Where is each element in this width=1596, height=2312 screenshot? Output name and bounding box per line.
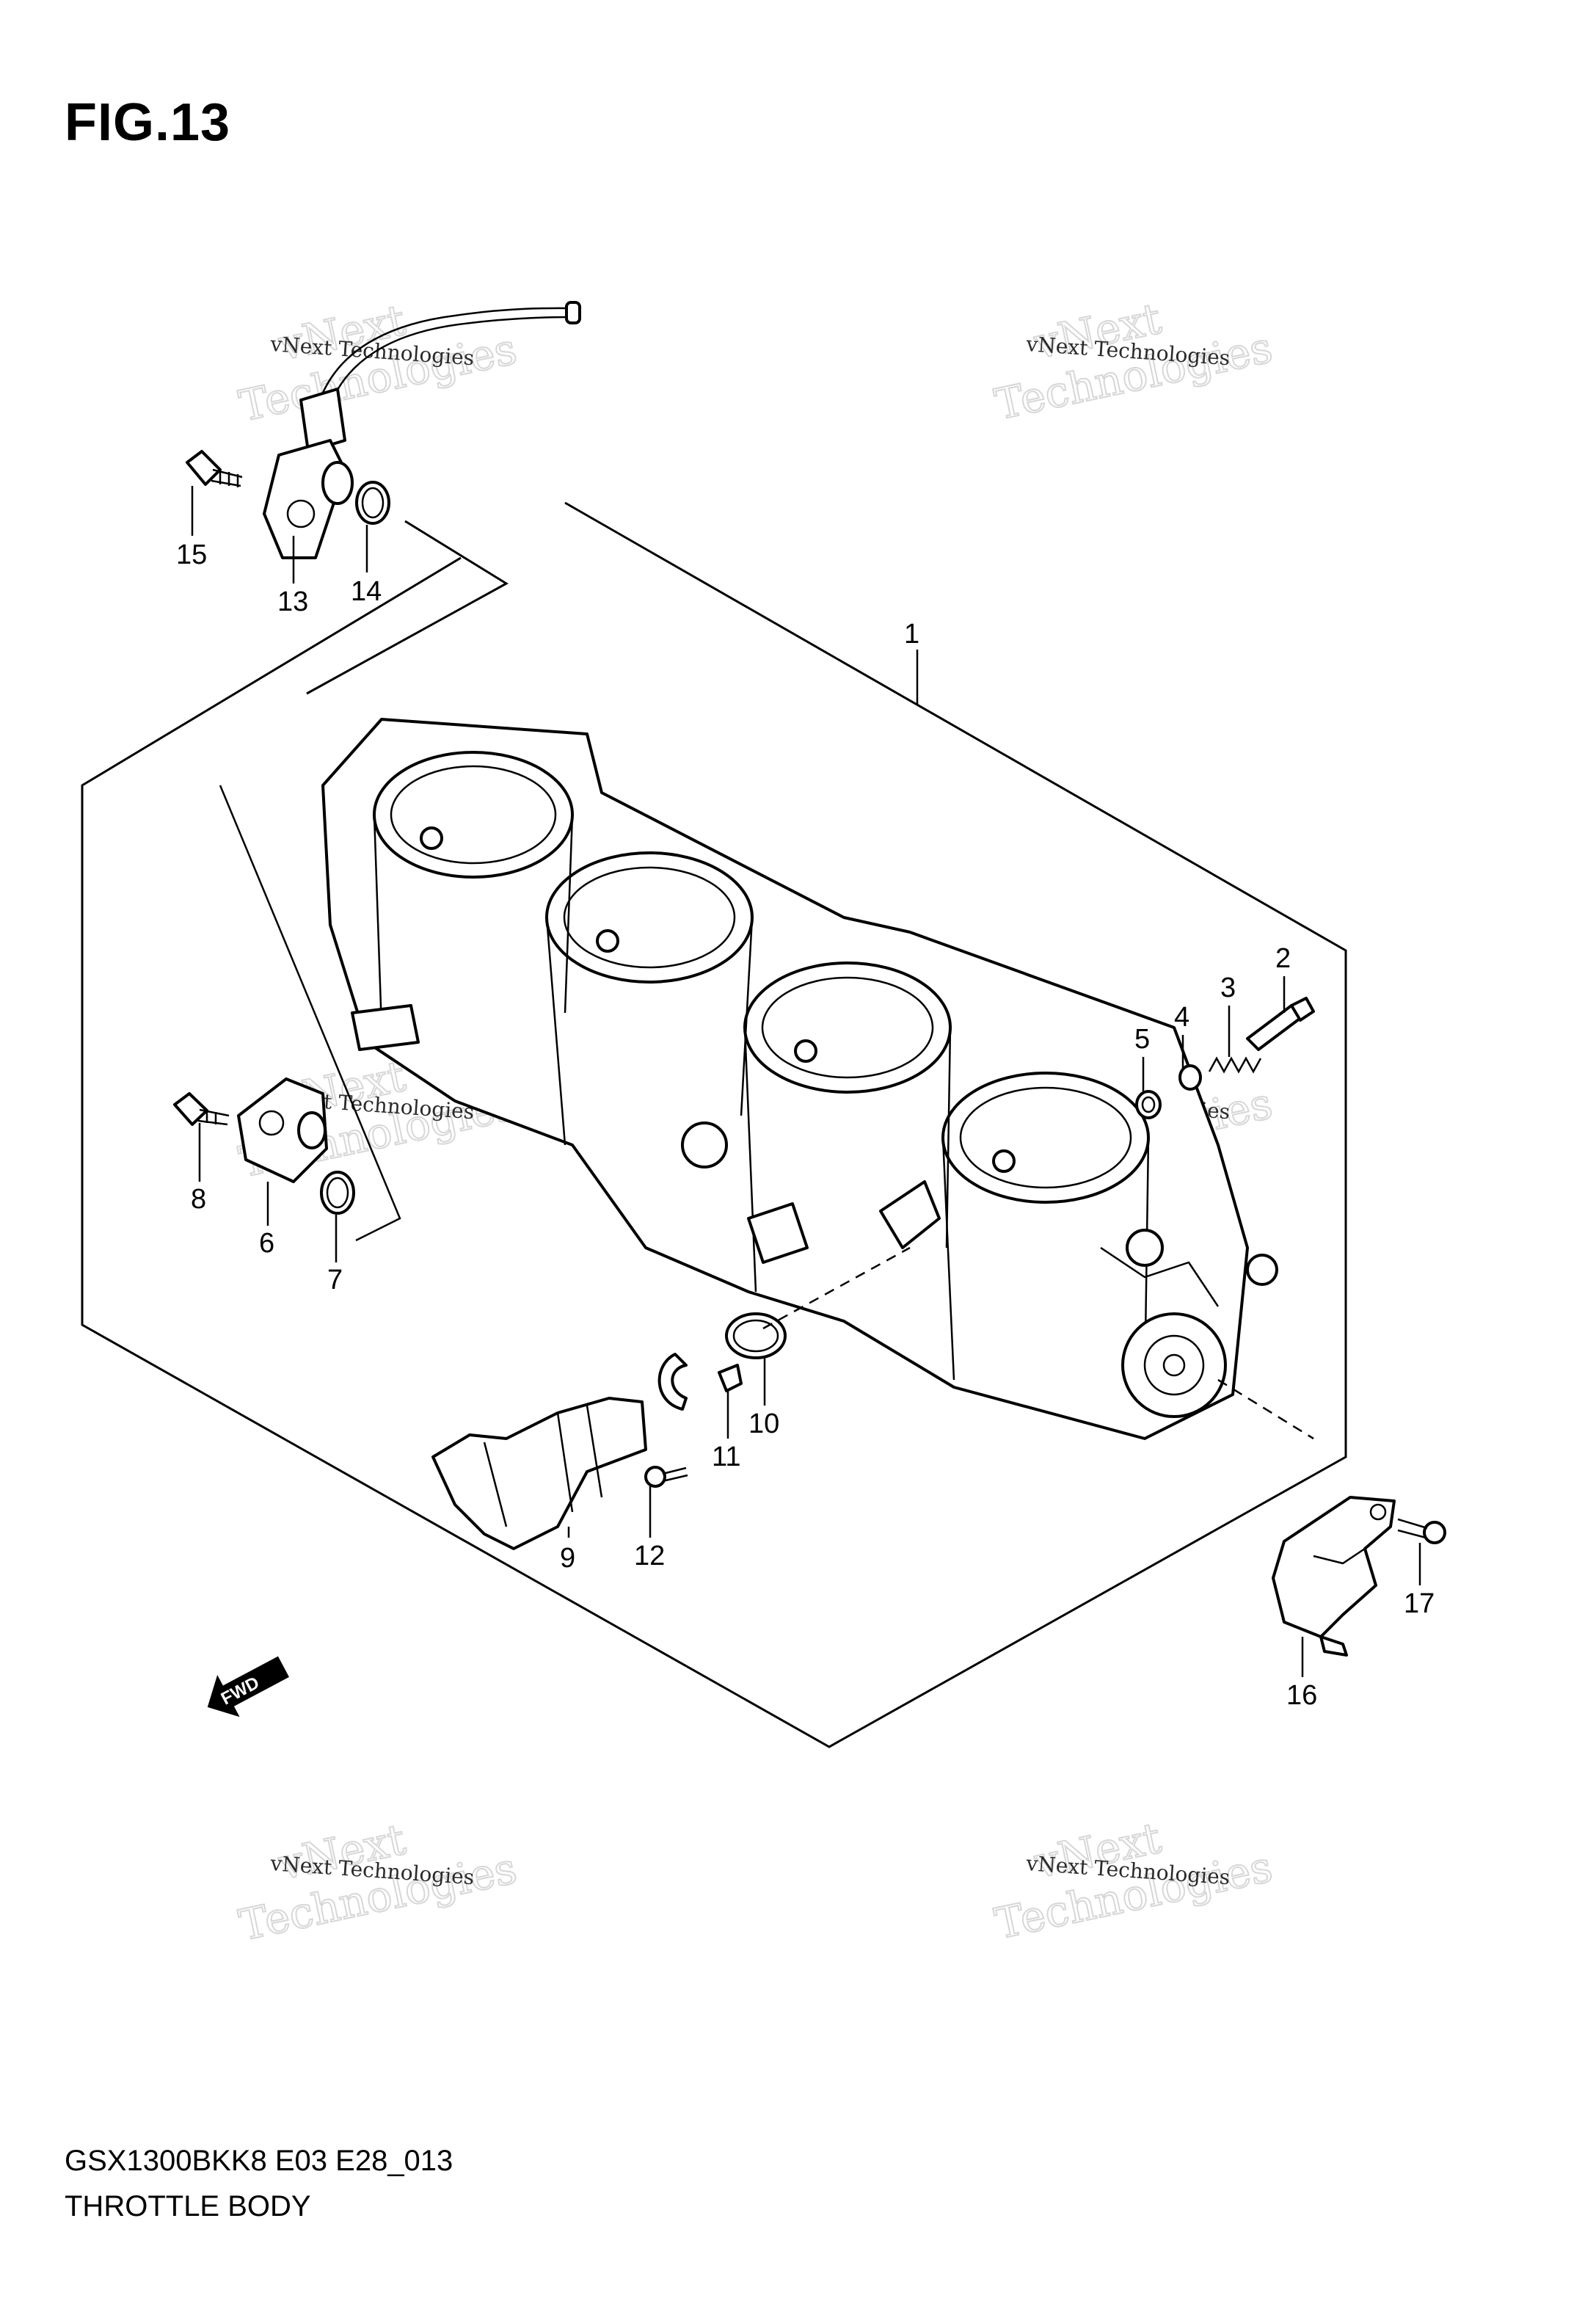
sensor-bracket [237,1077,328,1183]
callout-9: 9 [560,1543,575,1574]
callout-5: 5 [1134,1024,1150,1055]
spring [1208,1056,1262,1074]
throttle-pulley [1121,1312,1227,1418]
callout-3: 3 [1220,973,1236,1003]
clip [657,1353,688,1411]
throttle-bore-2 [545,851,754,984]
callout-17: 17 [1404,1588,1435,1619]
screw [186,450,243,487]
lower-parts [431,1246,911,1550]
assembly-outline [81,501,1347,1748]
sensor-connector [299,388,346,453]
model-code: GSX1300BKK8 E03 E28_013 [65,2145,453,2177]
callout-10: 10 [748,1408,779,1439]
screw [1397,1518,1446,1544]
sensor-assembly-left [173,1077,355,1215]
callout-7: 7 [327,1265,343,1295]
throttle-bore-4 [941,1072,1150,1204]
bracket-assembly [1217,1378,1446,1657]
throttle-body [321,718,1278,1440]
callout-1: 1 [904,619,919,650]
callout-13: 13 [277,586,308,617]
callout-16: 16 [1286,1680,1317,1711]
bracket [1272,1496,1396,1638]
screw [173,1092,230,1126]
callout-12: 12 [634,1541,665,1571]
callout-6: 6 [259,1228,274,1259]
adjuster-screw [1246,997,1315,1051]
figure-title: FIG.13 [65,93,231,152]
idle-adjuster-parts [1135,997,1315,1119]
fwd-arrow: FWD [207,1656,289,1717]
callout-labels: 1 2 3 4 5 6 7 8 9 10 11 12 13 14 15 16 1… [176,539,1435,1711]
leader-lines [191,486,1421,1677]
throttle-bore-1 [373,751,574,879]
callout-14: 14 [351,576,382,607]
throttle-bore-3 [743,961,952,1094]
callout-11: 11 [712,1442,740,1472]
sensor-assembly-top [186,301,581,559]
screw [644,1466,688,1488]
callout-8: 8 [191,1184,206,1215]
washer [1178,1064,1202,1091]
assembly-name: THROTTLE BODY [65,2190,311,2222]
callout-4: 4 [1174,1002,1189,1033]
sensor-cable [321,307,577,393]
callout-2: 2 [1275,943,1291,974]
callout-15: 15 [176,539,207,570]
idle-speed-control-valve [431,1397,647,1550]
o-ring-small [1135,1090,1162,1119]
